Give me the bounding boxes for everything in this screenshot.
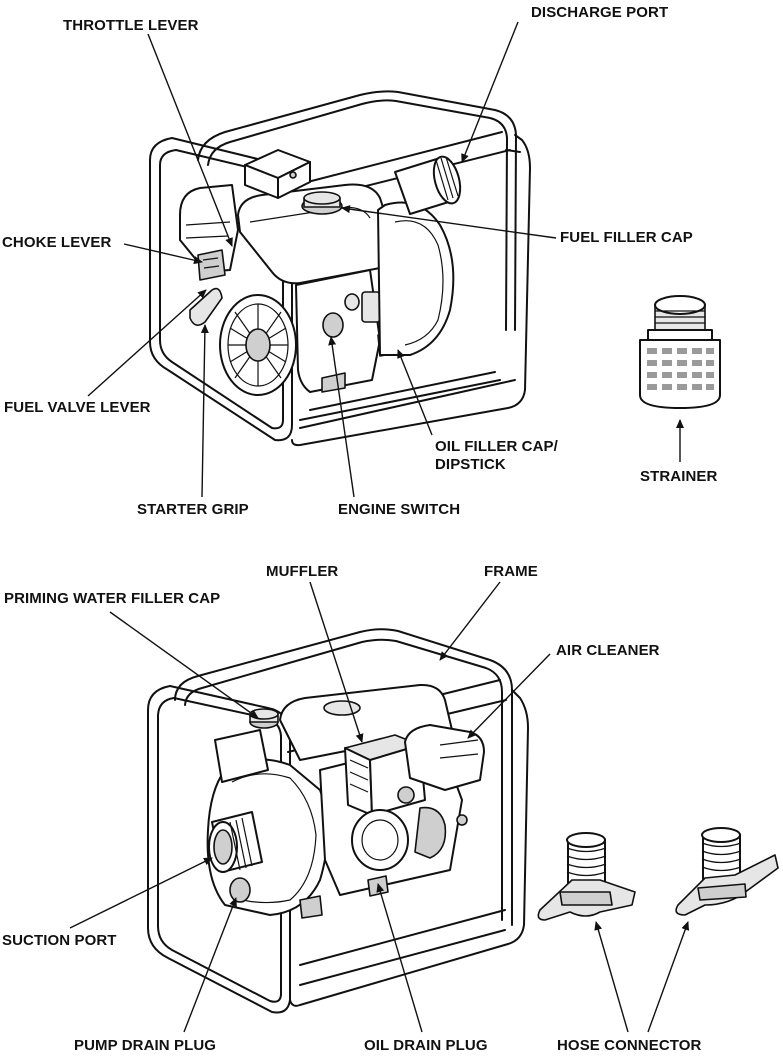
top-leader-lines: [87, 21, 684, 498]
top-pump-illustration: [149, 90, 531, 447]
label-dipstick: DIPSTICK: [435, 456, 506, 473]
label-suction-port: SUCTION PORT: [2, 932, 117, 949]
hose-connector-illustration-2: [675, 827, 779, 916]
label-starter-grip: STARTER GRIP: [137, 501, 249, 518]
label-fuel-filler-cap: FUEL FILLER CAP: [560, 229, 693, 246]
label-air-cleaner: AIR CLEANER: [556, 642, 660, 659]
hose-connector-illustration-1: [537, 832, 636, 921]
top-frame-front: [149, 137, 293, 442]
label-muffler: MUFFLER: [266, 563, 339, 580]
label-oil-filler-cap: OIL FILLER CAP/: [435, 438, 558, 455]
bottom-frame-back: [174, 628, 513, 926]
label-throttle-lever: THROTTLE LEVER: [63, 17, 199, 34]
top-frame-back: [197, 90, 517, 331]
strainer-illustration: [639, 295, 721, 409]
label-fuel-valve-lever: FUEL VALVE LEVER: [4, 399, 151, 416]
bottom-pump-drain-plug: [229, 877, 251, 903]
label-discharge-port: DISCHARGE PORT: [531, 4, 669, 21]
label-pump-drain-plug: PUMP DRAIN PLUG: [74, 1037, 217, 1054]
top-engine-switch: [322, 312, 344, 338]
label-frame: FRAME: [484, 563, 538, 580]
label-hose-connector: HOSE CONNECTOR: [557, 1037, 702, 1054]
label-oil-drain-plug: OIL DRAIN PLUG: [364, 1037, 488, 1054]
label-engine-switch: ENGINE SWITCH: [338, 501, 461, 518]
bottom-pump-illustration: [147, 628, 529, 1014]
top-pump-casing: [377, 201, 455, 356]
bottom-leader-lines: [69, 581, 690, 1033]
label-priming-water-filler-cap: PRIMING WATER FILLER CAP: [4, 590, 221, 607]
label-strainer: STRAINER: [640, 468, 718, 485]
label-choke-lever: CHOKE LEVER: [2, 234, 112, 251]
